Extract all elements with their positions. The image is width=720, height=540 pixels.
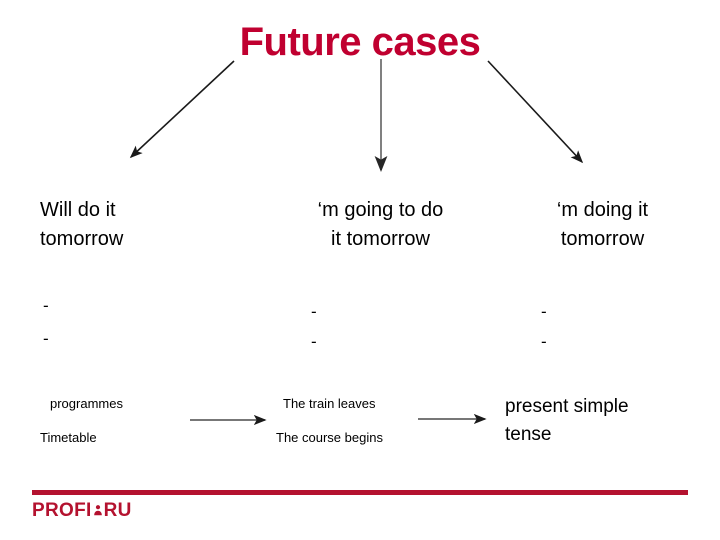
column-2-line-1: ‘m going to do: [317, 199, 444, 221]
arrow-title-to-column-3: [487, 60, 584, 164]
column-3-line-1: ‘m doing it: [556, 199, 649, 221]
column-1-line-1: Will do it: [40, 199, 116, 221]
bottom-left-line-1: programmes: [50, 396, 123, 411]
bullet-dash: -: [541, 302, 547, 321]
bottom-right-text: present simple tense: [505, 393, 705, 448]
bullet-dash: -: [43, 329, 49, 348]
column-header-going-to-do-it: ‘m going to do it tomorrow: [268, 196, 493, 254]
person-dot-icon: [93, 501, 103, 523]
profi-ru-logo: PROFI RU: [32, 500, 132, 522]
arrow-title-to-column-1: [129, 60, 235, 159]
bottom-right-line-2: tense: [505, 423, 552, 445]
bottom-left-line-2: Timetable: [40, 430, 97, 445]
bottom-middle-line-2: The course begins: [276, 430, 383, 445]
logo-text-ru: RU: [103, 500, 132, 521]
column-header-doing-it-tomorrow: ‘m doing it tomorrow: [505, 196, 700, 254]
footer-divider: [32, 490, 688, 495]
column-header-will-do-it: Will do it tomorrow: [40, 196, 270, 254]
column-1-line-2: tomorrow: [40, 228, 124, 250]
page-title: Future cases: [239, 20, 481, 64]
bottom-right-line-1: present simple: [505, 396, 629, 417]
logo-text-profi: PROFI: [32, 500, 92, 521]
bottom-middle-line-1: The train leaves: [283, 396, 376, 411]
column-2-line-2: it tomorrow: [331, 228, 430, 250]
bullet-dash: -: [311, 332, 317, 351]
bullet-dash: -: [311, 302, 317, 321]
bullet-dash: -: [43, 296, 49, 315]
column-3-line-2: tomorrow: [560, 228, 645, 250]
bullet-dash: -: [541, 332, 547, 351]
